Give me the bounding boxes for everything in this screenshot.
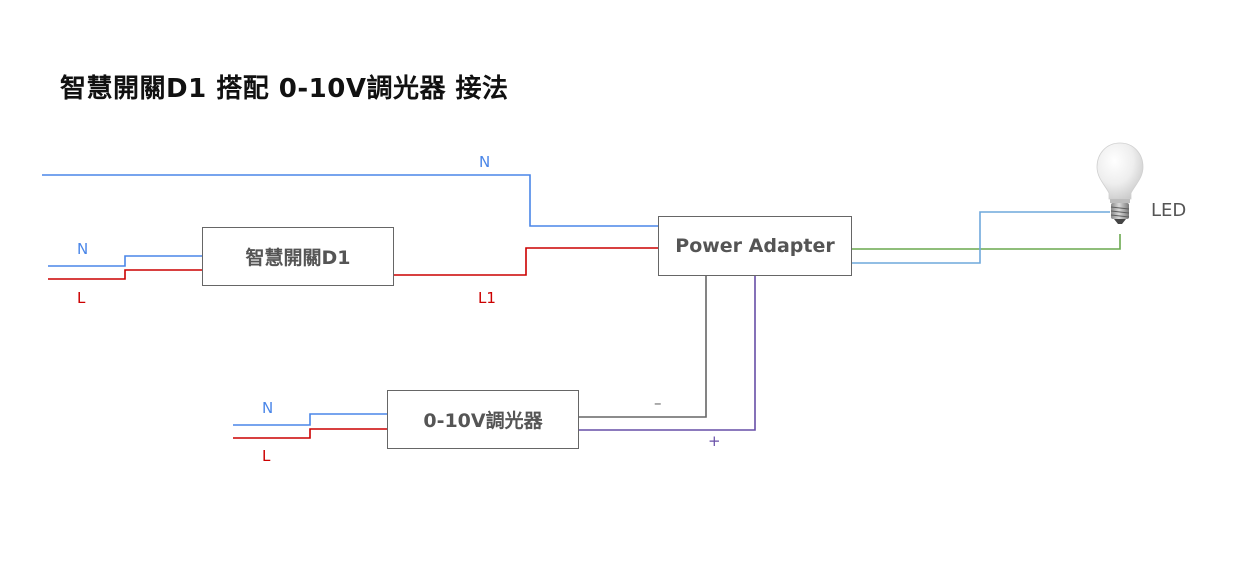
label-plus: + <box>708 432 721 450</box>
wire-dimmer-live-in <box>233 428 388 439</box>
wire-neutral-top <box>42 174 659 227</box>
label-led: LED <box>1151 200 1187 221</box>
dimmer-box: 0-10V調光器 <box>387 390 579 449</box>
led-bulb-icon <box>1096 142 1144 224</box>
wire-plus <box>578 276 756 431</box>
wire-minus <box>578 276 707 418</box>
wire-dimmer-neutral-in <box>233 413 388 426</box>
wire-led-green <box>851 234 1121 250</box>
smart-switch-box: 智慧開關D1 <box>202 227 394 286</box>
label-l-switch: L <box>77 289 86 307</box>
page-title: 智慧開關D1 搭配 0-10V調光器 接法 <box>60 74 509 104</box>
wire-switch-live-in <box>48 269 202 280</box>
wire-l1 <box>393 247 659 276</box>
label-n-switch: N <box>77 240 89 258</box>
label-minus: – <box>654 394 662 412</box>
power-adapter-box: Power Adapter <box>658 216 852 276</box>
label-l1: L1 <box>478 289 496 307</box>
wire-switch-neutral-in <box>48 255 202 267</box>
label-l-dimmer: L <box>262 447 271 465</box>
label-n-dimmer: N <box>262 399 274 417</box>
wire-led-blue <box>851 211 1110 264</box>
label-n-top: N <box>479 153 491 171</box>
